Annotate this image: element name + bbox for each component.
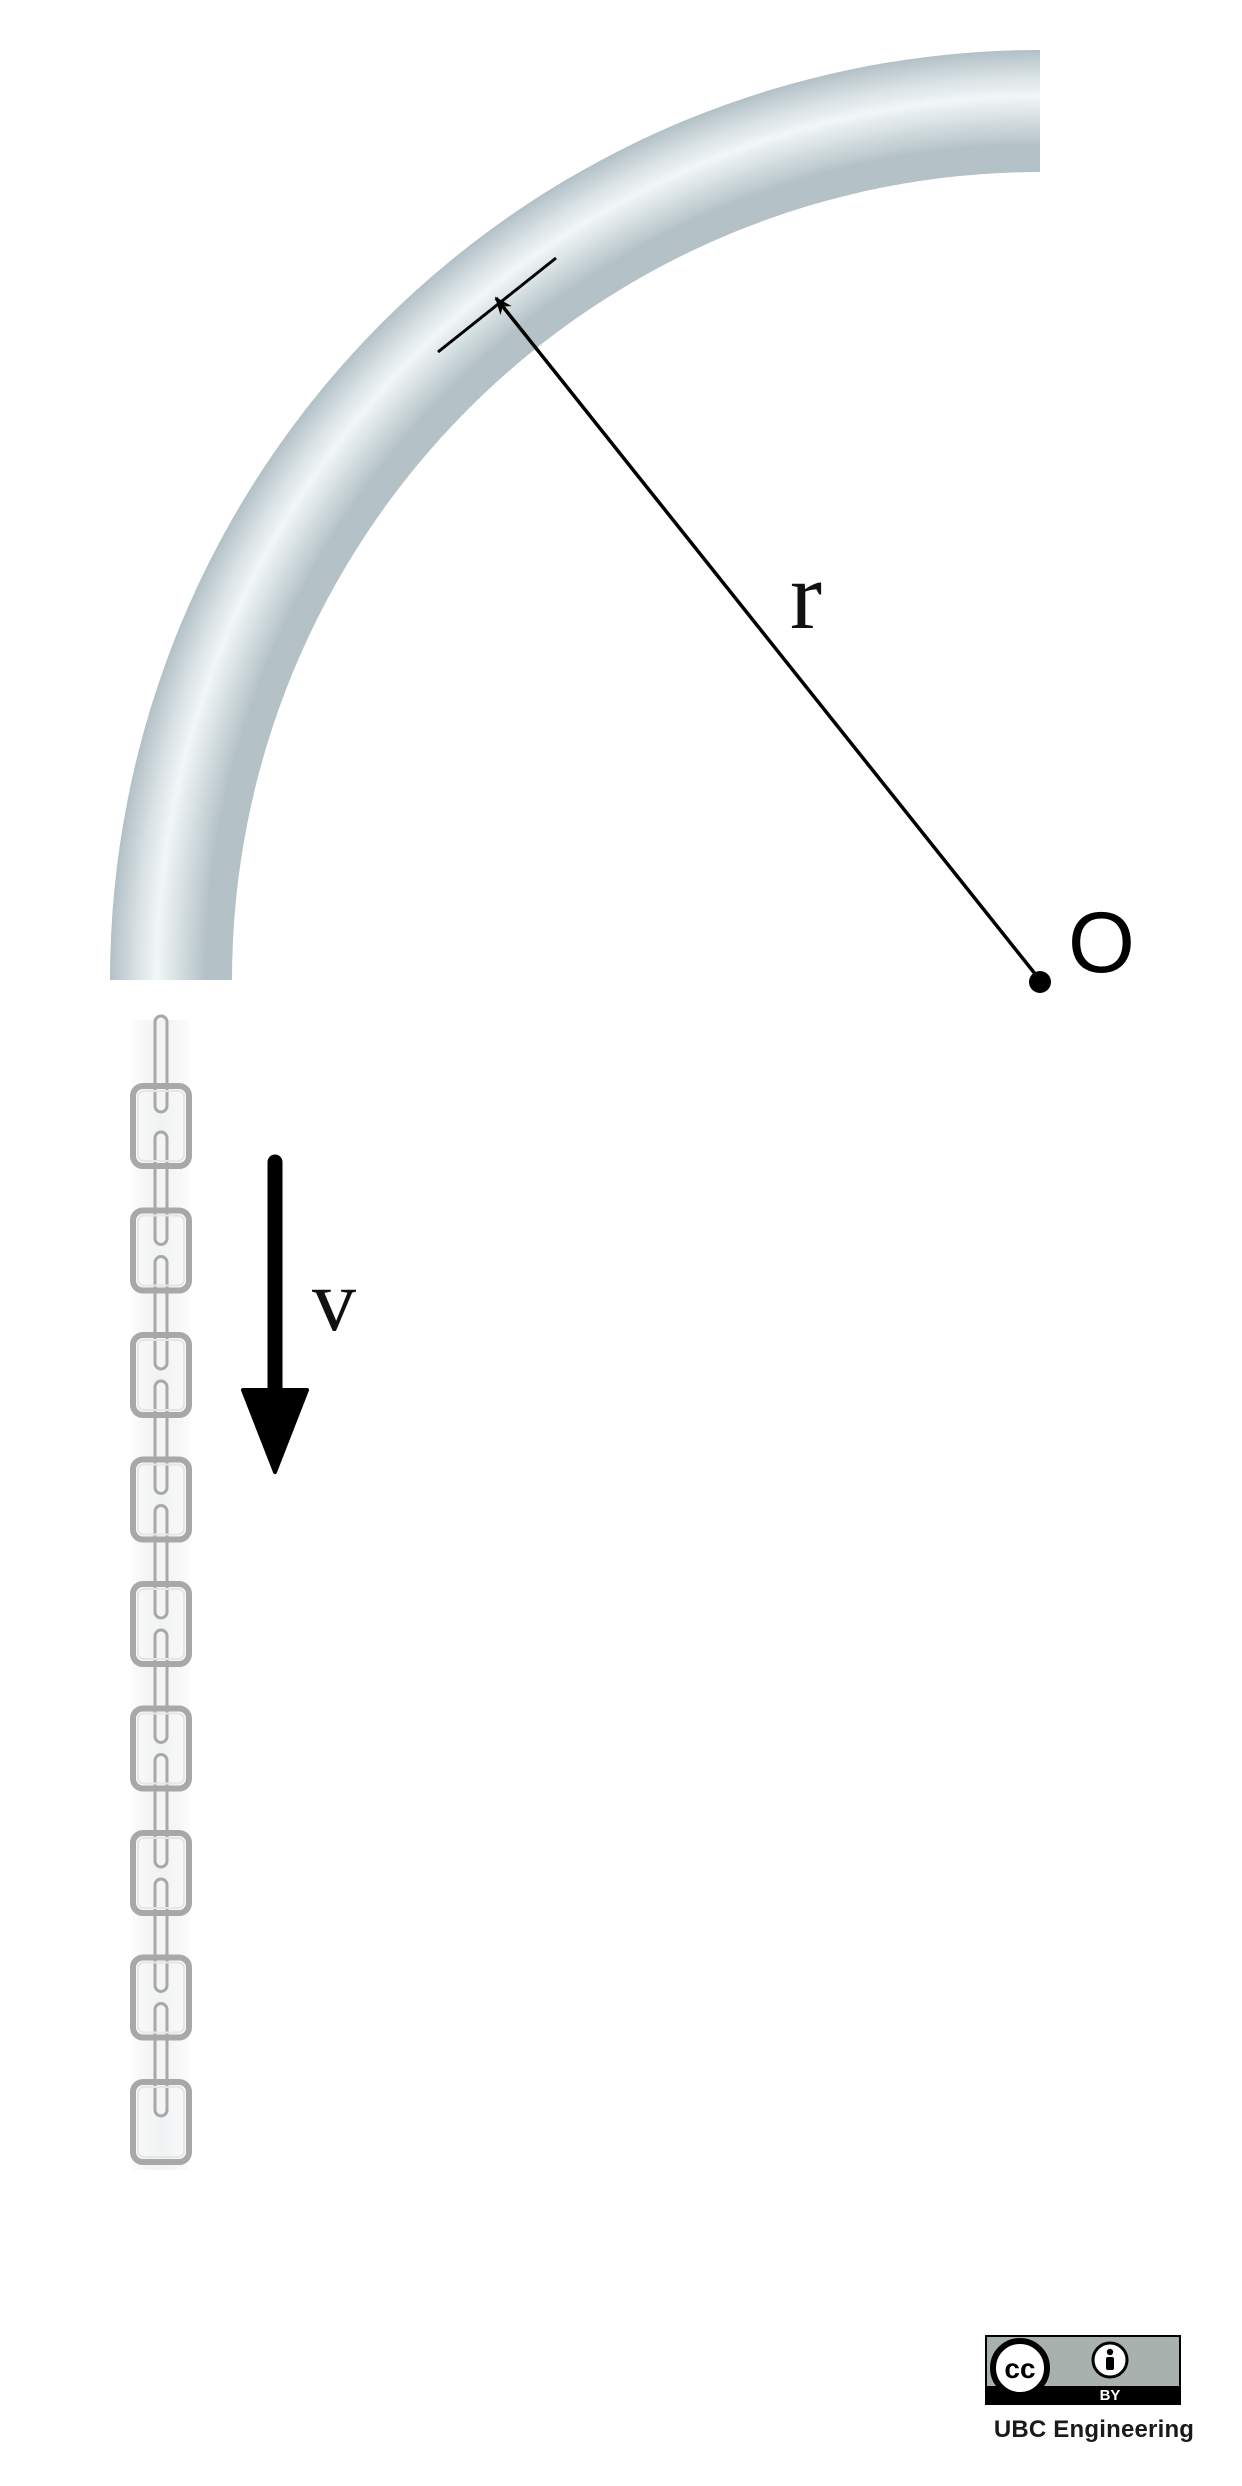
chain-connector	[153, 2002, 169, 2118]
hanging-chain	[130, 1014, 192, 2165]
chain-link	[130, 1705, 192, 1792]
radius-arrow	[494, 296, 1042, 982]
chain-connector	[153, 1877, 169, 1993]
cc-icon	[990, 2338, 1050, 2398]
by-mark: BY	[1100, 2387, 1121, 2404]
radius-label: r	[790, 542, 822, 649]
chain-link-inner	[137, 1339, 185, 1411]
chain-link	[130, 1083, 192, 1169]
chain-rod	[153, 1014, 169, 1114]
chain-link-inner	[137, 1712, 185, 1785]
chain-link-inner	[137, 2086, 185, 2158]
chain-connector	[153, 1753, 169, 1869]
chain-connector	[153, 1628, 169, 1744]
curved-pipe	[110, 50, 1040, 980]
chain-link-inner	[137, 1961, 185, 2034]
chain-link	[130, 1332, 192, 1418]
chain-connector	[153, 1130, 169, 1246]
velocity-label: v	[312, 1253, 356, 1350]
velocity-arrow	[241, 1154, 309, 1474]
chain-link-inner	[137, 1090, 185, 1162]
chain-link	[130, 1456, 192, 1543]
chain-link	[130, 1830, 192, 1916]
chain-link	[130, 1954, 192, 2041]
chain-link	[130, 1207, 192, 1294]
center-label: O	[1068, 895, 1135, 991]
chain-connector	[153, 1504, 169, 1620]
chain-connector	[153, 1255, 169, 1371]
cc-by-badge: cc BY	[985, 2335, 1181, 2405]
chain-link	[130, 1581, 192, 1667]
center-point	[1029, 971, 1051, 993]
chain-link	[130, 2079, 192, 2165]
chain-link-inner	[137, 1588, 185, 1660]
credit-text: UBC Engineering	[993, 2416, 1195, 2443]
chain-link-inner	[137, 1214, 185, 1287]
chain-connector	[153, 1379, 169, 1495]
cc-mark: cc	[1004, 2353, 1035, 2384]
chain-link-inner	[137, 1463, 185, 1536]
chain-link-inner	[137, 1837, 185, 1909]
